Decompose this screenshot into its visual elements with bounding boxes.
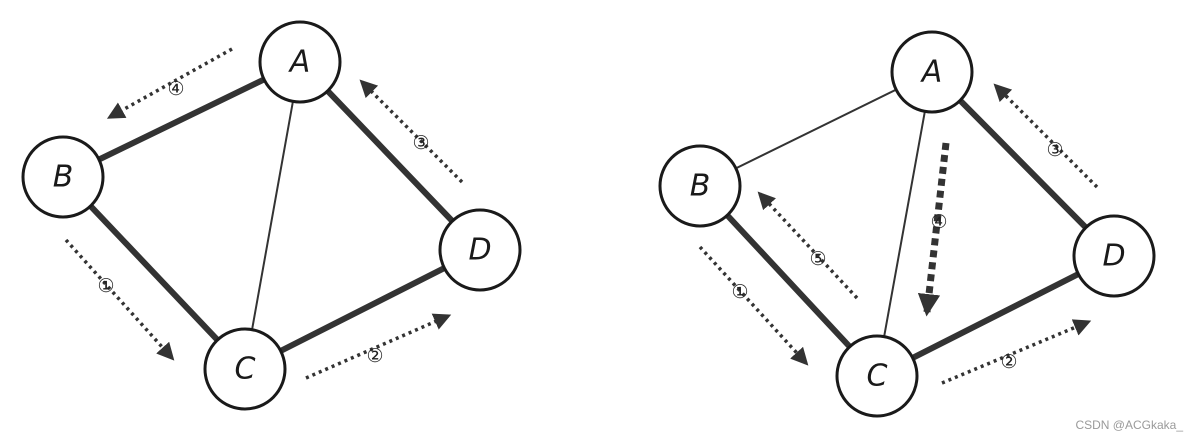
left-node-a: A	[258, 20, 342, 104]
left-edge-a-d	[297, 59, 483, 253]
right-edge-a-b	[699, 71, 933, 187]
right-step-5-arrow-line	[757, 191, 859, 300]
left-graph-nodes: A B C D	[21, 20, 522, 411]
left-graph: ① ② ③ ④ A B C D	[21, 20, 522, 411]
left-step-4-arrow: ④	[106, 47, 233, 119]
right-graph-nodes: A B C D	[658, 30, 1156, 418]
right-node-a-label: A	[920, 55, 943, 90]
watermark: CSDN @ACGkaka_	[1075, 418, 1183, 432]
right-node-d: D	[1072, 214, 1156, 298]
right-step-1-arrow-line	[698, 245, 809, 366]
left-edge-b-c	[60, 174, 248, 372]
left-step-4-arrow-line	[106, 47, 233, 119]
left-node-d-label: D	[468, 233, 491, 268]
right-edge-a-c	[876, 71, 933, 377]
left-step-4-label: ④	[167, 78, 184, 100]
left-step-3-arrow: ③	[359, 79, 464, 184]
left-step-3-arrow-line	[359, 79, 464, 184]
right-edge-a-d	[929, 69, 1117, 259]
left-node-b-label: B	[53, 160, 74, 195]
right-node-d-label: D	[1102, 239, 1125, 274]
right-graph: ① ② ③ ④ ⑤ A B C D	[658, 30, 1156, 418]
right-step-4-arrow-line	[917, 142, 950, 317]
left-node-d: D	[438, 208, 522, 292]
left-node-d-circle	[438, 208, 522, 292]
left-node-b-circle	[21, 135, 105, 219]
right-step-5-arrow: ⑤	[757, 191, 859, 300]
right-step-3-arrow-line	[993, 83, 1099, 189]
right-node-c-label: C	[867, 359, 888, 394]
right-step-1-arrow: ①	[698, 245, 809, 366]
right-node-b-circle	[658, 144, 742, 228]
right-step-3-arrow: ③	[993, 83, 1099, 189]
left-step-2-arrow: ②	[305, 313, 452, 380]
right-step-4-arrow: ④	[917, 142, 950, 317]
left-node-b: B	[21, 135, 105, 219]
right-step-2-arrow: ②	[941, 319, 1092, 385]
left-step-1-label: ①	[97, 275, 114, 297]
right-step-5-label: ⑤	[809, 248, 826, 270]
right-step-1-label: ①	[731, 281, 748, 303]
left-step-1-arrow: ①	[64, 238, 175, 361]
right-step-3-label: ③	[1046, 139, 1063, 161]
left-node-c-circle	[203, 327, 287, 411]
left-edge-a-b	[60, 59, 303, 180]
left-step-2-arrow-line	[305, 313, 452, 380]
right-step-2-arrow-line	[941, 319, 1092, 385]
right-edge-c-d	[874, 253, 1117, 379]
left-step-1-arrow-line	[64, 238, 175, 361]
left-graph-step-arrows: ① ② ③ ④	[64, 47, 464, 380]
right-node-a-circle	[890, 30, 974, 114]
right-graph-step-arrows: ① ② ③ ④ ⑤	[698, 83, 1099, 385]
right-step-2-label: ②	[1000, 351, 1017, 373]
right-node-a: A	[890, 30, 974, 114]
right-node-b-label: B	[690, 169, 711, 204]
left-edge-c-d	[242, 247, 483, 372]
left-graph-edges	[60, 59, 483, 372]
right-graph-edges	[697, 69, 1117, 379]
right-node-b: B	[658, 144, 742, 228]
left-step-2-label: ②	[366, 345, 383, 367]
left-node-c-label: C	[235, 352, 256, 387]
left-node-a-circle	[258, 20, 342, 104]
right-node-d-circle	[1072, 214, 1156, 298]
left-step-3-label: ③	[412, 132, 429, 154]
left-edge-a-c	[244, 61, 301, 370]
left-node-a-label: A	[288, 45, 311, 80]
left-node-c: C	[203, 327, 287, 411]
right-node-c: C	[835, 334, 919, 418]
right-step-4-label: ④	[930, 211, 947, 233]
right-edge-b-c	[697, 183, 880, 379]
right-node-c-circle	[835, 334, 919, 418]
